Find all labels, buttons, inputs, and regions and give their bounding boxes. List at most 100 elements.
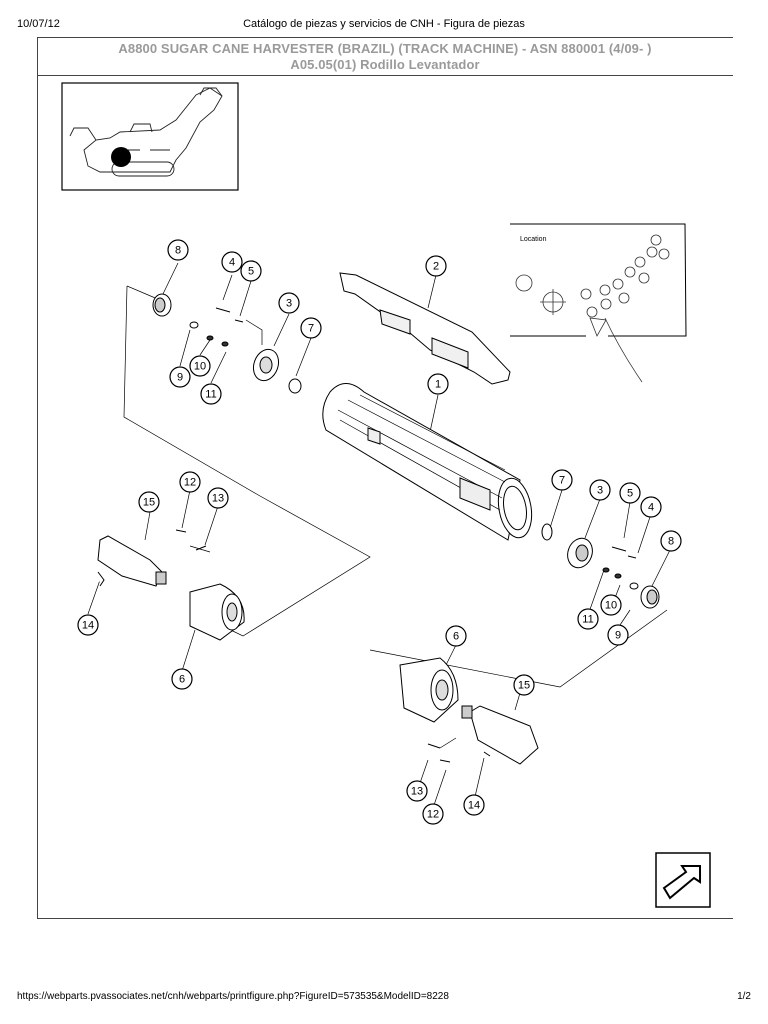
figure-title-divider	[37, 75, 733, 76]
part-callout-4: 4	[640, 496, 662, 518]
callout-number: 9	[615, 630, 621, 642]
part-callout-5: 5	[240, 260, 262, 282]
callout-circle	[577, 608, 599, 630]
callout-circle	[463, 794, 485, 816]
part-callout-10: 10	[600, 594, 622, 616]
location-inset: Location	[510, 223, 687, 383]
callout-circle	[589, 479, 611, 501]
machine-thumbnail	[61, 82, 239, 191]
part-callout-15: 15	[138, 491, 160, 513]
part-callout-11: 11	[577, 608, 599, 630]
callout-number: 6	[453, 631, 459, 643]
callout-number: 7	[559, 475, 565, 487]
callout-number: 15	[518, 680, 530, 692]
callout-circle	[179, 471, 201, 493]
part-callout-3: 3	[589, 479, 611, 501]
callout-circle	[445, 625, 467, 647]
upper-left-hardware	[152, 293, 302, 394]
print-footer-url: https://webparts.pvassociates.net/cnh/we…	[17, 991, 449, 1002]
callout-number: 9	[177, 372, 183, 384]
callout-circle	[167, 239, 189, 261]
callout-number: 12	[184, 477, 196, 489]
callout-number: 12	[427, 809, 439, 821]
callout-number: 13	[411, 786, 423, 798]
callout-circle	[513, 674, 535, 696]
callout-circle	[207, 487, 229, 509]
callout-number: 10	[605, 600, 617, 612]
callout-number: 5	[248, 266, 254, 278]
print-footer-page: 1/2	[737, 991, 751, 1002]
part-callout-4: 4	[221, 251, 243, 273]
callout-circle	[422, 803, 444, 825]
figure-title-line1: A8800 SUGAR CANE HARVESTER (BRAZIL) (TRA…	[118, 41, 652, 56]
callout-circle	[221, 251, 243, 273]
part-callout-8: 8	[660, 530, 682, 552]
leader-lines	[87, 262, 672, 809]
callout-number: 15	[143, 497, 155, 509]
callout-circle	[240, 260, 262, 282]
callout-number: 8	[175, 245, 181, 257]
callout-number: 14	[468, 800, 480, 812]
location-marker-icon	[111, 147, 131, 167]
callout-number: 3	[597, 485, 603, 497]
part-callout-7: 7	[551, 469, 573, 491]
callout-number: 1	[435, 379, 441, 391]
part-callout-13: 13	[406, 780, 428, 802]
location-label: Location	[520, 236, 547, 243]
right-hardware	[541, 523, 660, 609]
callout-circle	[77, 614, 99, 636]
callout-circle	[278, 292, 300, 314]
part-callout-7: 7	[300, 317, 322, 339]
part-callout-10: 10	[189, 355, 211, 377]
part-callout-12: 12	[422, 803, 444, 825]
callout-circle	[660, 530, 682, 552]
part-callout-2: 2	[425, 255, 447, 277]
part-1-roller	[322, 383, 533, 541]
left-motor-assembly	[97, 529, 245, 641]
callout-circle	[169, 366, 191, 388]
callout-number: 14	[82, 620, 94, 632]
part-callout-15: 15	[513, 674, 535, 696]
callout-circle	[607, 624, 629, 646]
part-callout-6: 6	[171, 668, 193, 690]
part-callout-14: 14	[463, 794, 485, 816]
part-callout-13: 13	[207, 487, 229, 509]
callout-circle	[619, 482, 641, 504]
callout-circle	[138, 491, 160, 513]
part-callout-14: 14	[77, 614, 99, 636]
figure-frame	[37, 37, 733, 919]
callout-circle	[189, 355, 211, 377]
callout-circle	[427, 373, 449, 395]
part-callout-3: 3	[278, 292, 300, 314]
callout-circle	[406, 780, 428, 802]
part-callout-11: 11	[200, 383, 222, 405]
part-callout-6: 6	[445, 625, 467, 647]
callout-circle	[551, 469, 573, 491]
callout-number: 8	[668, 536, 674, 548]
callout-number: 2	[433, 261, 439, 273]
callout-circle	[171, 668, 193, 690]
callout-number: 4	[229, 257, 235, 269]
part-callout-9: 9	[607, 624, 629, 646]
next-page-arrow-icon[interactable]	[655, 852, 711, 908]
callout-number: 10	[194, 361, 206, 373]
callout-number: 6	[179, 674, 185, 686]
print-date: 10/07/12	[17, 18, 60, 30]
callout-number: 11	[205, 389, 216, 401]
callout-number: 13	[212, 493, 224, 505]
part-2-plate	[339, 272, 511, 385]
part-callout-12: 12	[179, 471, 201, 493]
callout-number: 5	[627, 488, 633, 500]
callout-number: 4	[648, 502, 654, 514]
part-callout-9: 9	[169, 366, 191, 388]
callout-circle	[640, 496, 662, 518]
callout-circle	[200, 383, 222, 405]
part-callout-8: 8	[167, 239, 189, 261]
callout-circle	[300, 317, 322, 339]
part-callout-1: 1	[427, 373, 449, 395]
right-motor-assembly	[399, 657, 539, 765]
callout-circle	[425, 255, 447, 277]
callout-number: 11	[582, 614, 593, 626]
